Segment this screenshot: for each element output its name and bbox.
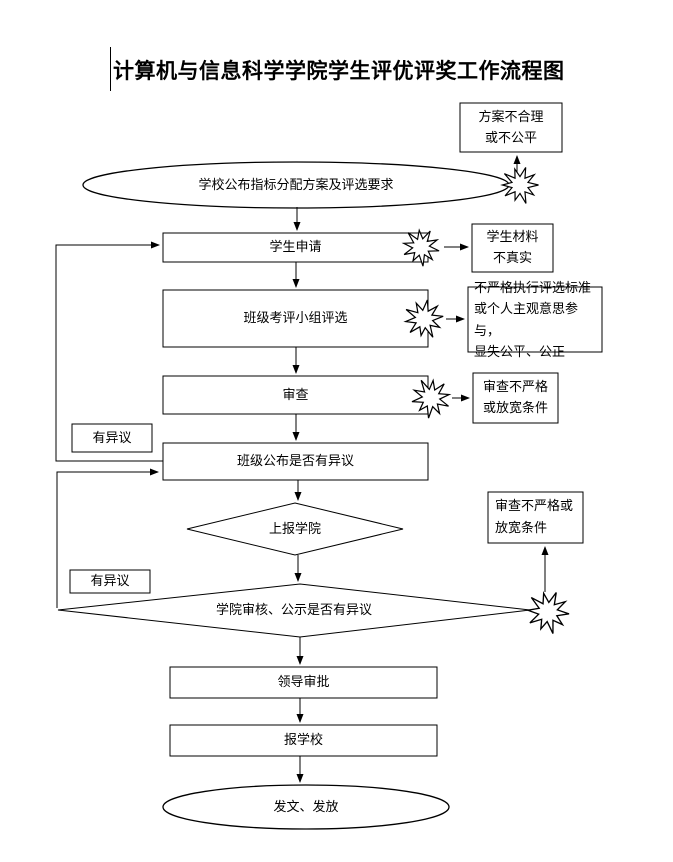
burst-icon (525, 589, 572, 636)
box-review (162, 375, 429, 415)
connector-objection-class-to-apply (55, 241, 163, 462)
box-student-material (471, 223, 554, 273)
diamond-report-college (186, 502, 404, 556)
ellipse-school-publish (82, 161, 510, 209)
box-objection2 (69, 569, 151, 594)
box-leader-approve (169, 666, 438, 699)
box-student-apply (162, 232, 429, 263)
ellipse-issue-distribute (162, 784, 450, 830)
box-review-issue2 (487, 491, 584, 544)
box-objection1 (71, 423, 153, 453)
box-not-strict (467, 286, 603, 353)
page-title: 计算机与信息科学学院学生评优评奖工作流程图 (113, 58, 565, 83)
box-class-publish (162, 442, 429, 481)
box-plan-issue (459, 102, 563, 153)
box-review-issue1 (472, 372, 559, 424)
box-report-school (169, 724, 438, 757)
burst-icon (501, 166, 540, 205)
connector-objection-college-to-publish (56, 468, 159, 608)
box-class-eval (162, 289, 429, 348)
